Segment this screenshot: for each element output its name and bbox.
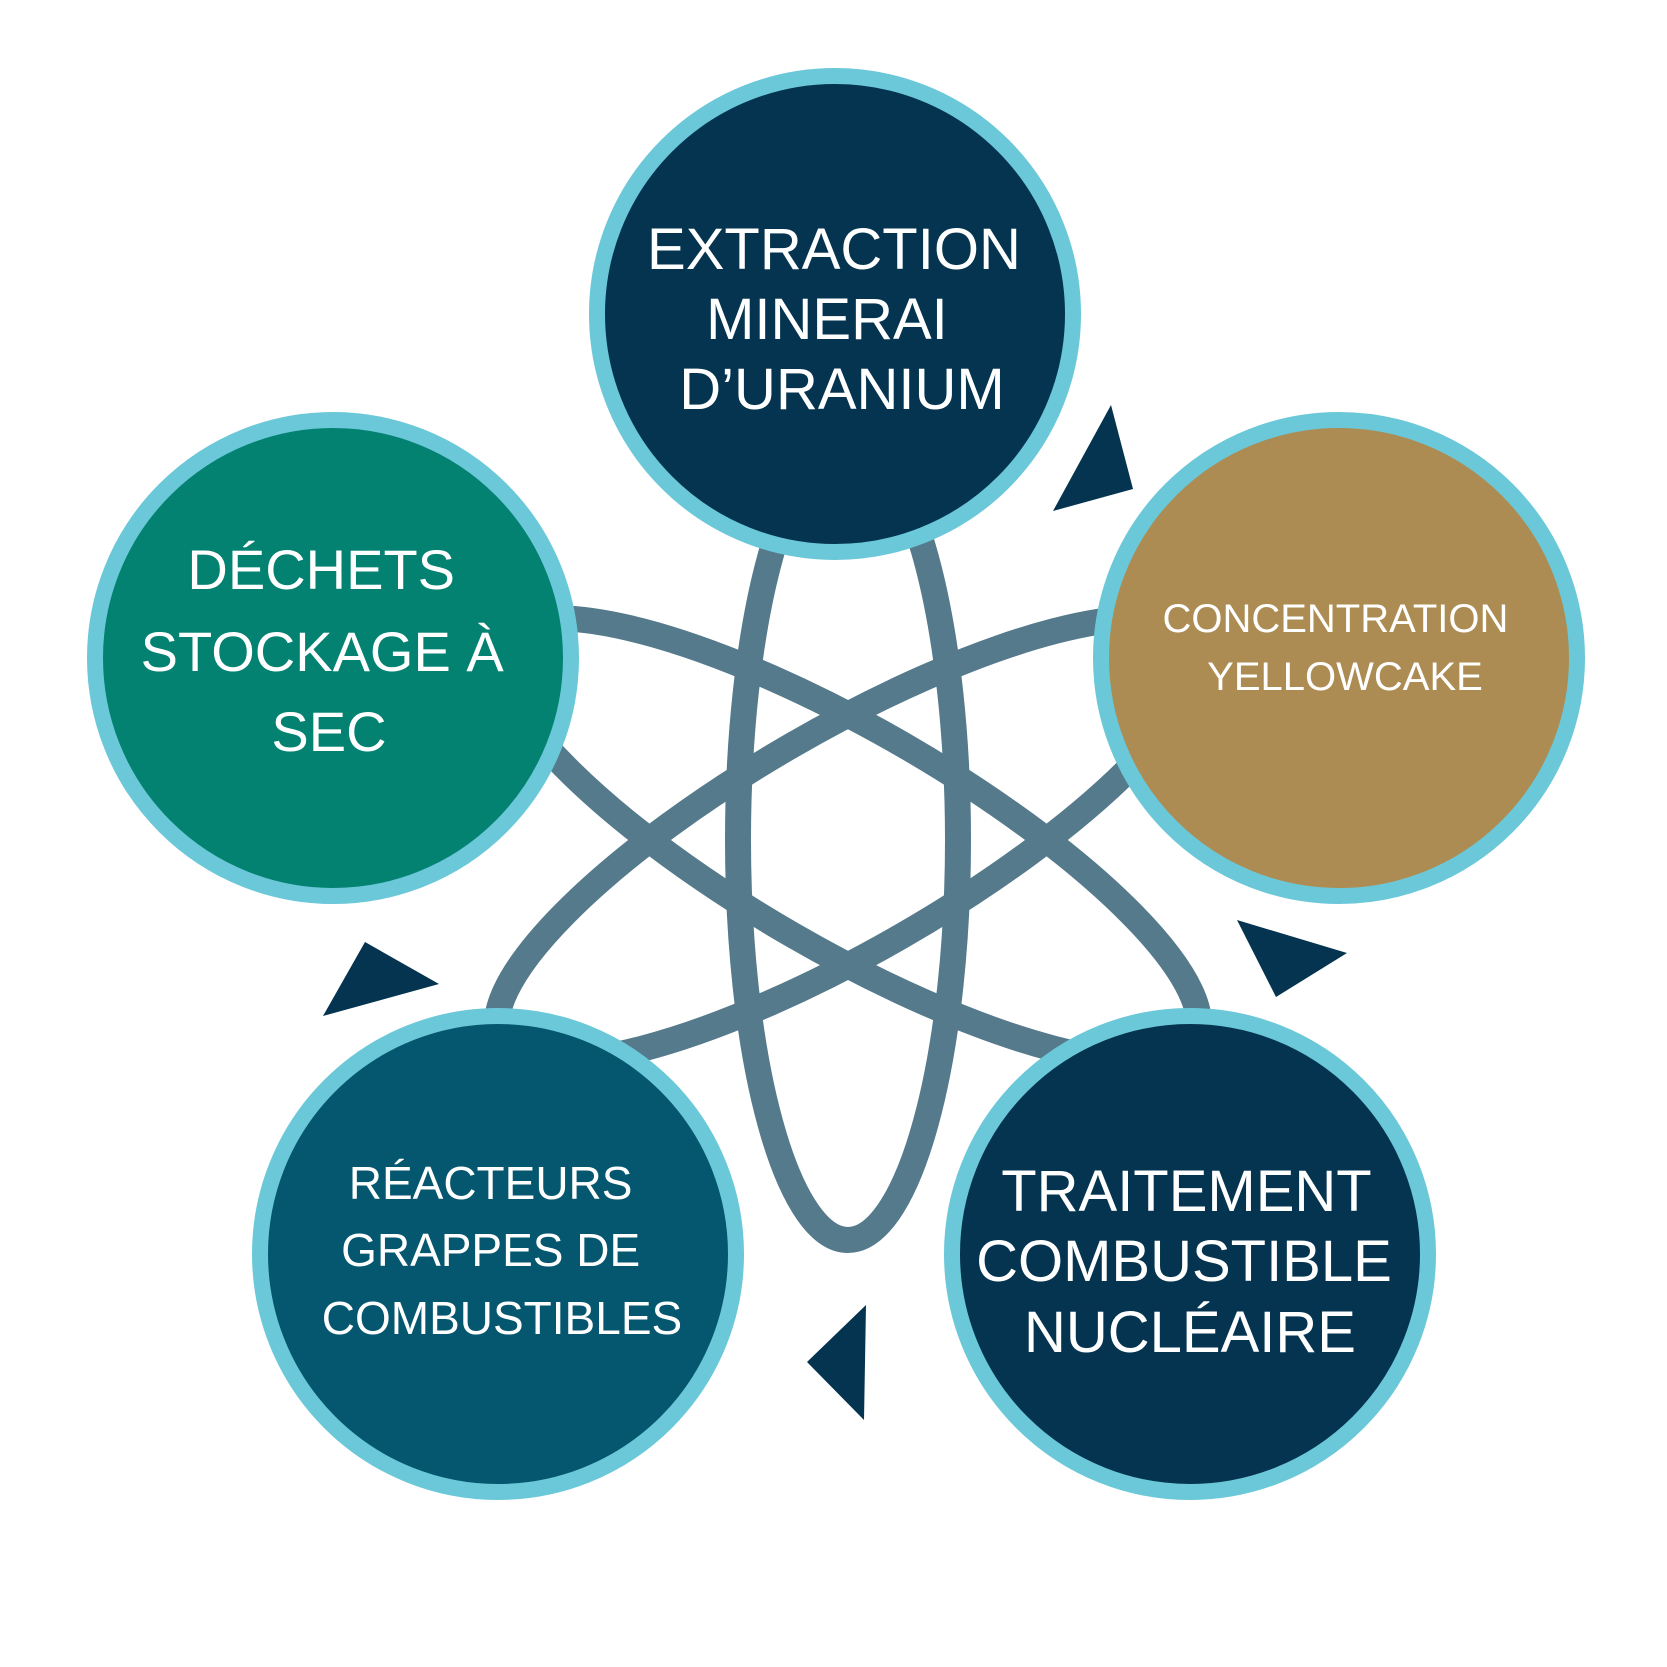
node-traitement-label: TRAITEMENT COMBUSTIBLE NUCLÉAIRE <box>976 1159 1408 1365</box>
node-extraction-line-3: D’URANIUM <box>679 357 1004 422</box>
node-concentration-label: CONCENTRATION YELLOWCAKE <box>1162 597 1519 699</box>
node-concentration-line-1: CONCENTRATION <box>1162 597 1508 641</box>
node-reacteurs-circle <box>252 1008 744 1500</box>
arrow-concentration-to-traitement <box>1237 920 1347 997</box>
arrow-extraction-to-concentration <box>1053 405 1133 511</box>
node-extraction-line-2: MINERAI <box>706 287 948 352</box>
arrow-traitement-to-reacteurs <box>807 1305 866 1420</box>
node-extraction-circle <box>589 68 1081 560</box>
node-concentration-circle <box>1093 412 1585 904</box>
node-traitement-line-2: COMBUSTIBLE <box>976 1229 1392 1294</box>
node-extraction-line-1: EXTRACTION <box>647 217 1021 282</box>
node-traitement-line-3: NUCLÉAIRE <box>1024 1300 1356 1365</box>
node-reacteurs-label: RÉACTEURS GRAPPES DE COMBUSTIBLES <box>322 1157 682 1344</box>
node-reacteurs: RÉACTEURS GRAPPES DE COMBUSTIBLES <box>252 1008 744 1500</box>
node-dechets-line-3: SEC <box>271 700 386 763</box>
node-dechets-line-2: STOCKAGE À <box>141 620 505 683</box>
node-dechets-circle <box>87 412 579 904</box>
node-reacteurs-line-1: RÉACTEURS <box>349 1157 633 1209</box>
node-concentration-line-2: YELLOWCAKE <box>1207 655 1483 699</box>
cycle-arrows <box>323 405 1347 1420</box>
node-extraction: EXTRACTION MINERAI D’URANIUM <box>589 68 1081 560</box>
node-traitement-circle <box>944 1008 1436 1500</box>
node-reacteurs-line-3: COMBUSTIBLES <box>322 1292 682 1344</box>
node-traitement: TRAITEMENT COMBUSTIBLE NUCLÉAIRE <box>944 1008 1436 1500</box>
node-traitement-line-1: TRAITEMENT <box>1001 1159 1371 1224</box>
node-reacteurs-line-2: GRAPPES DE <box>341 1224 640 1276</box>
node-concentration: CONCENTRATION YELLOWCAKE <box>1093 412 1585 904</box>
arrow-reacteurs-to-dechets <box>323 942 439 1016</box>
node-extraction-label: EXTRACTION MINERAI D’URANIUM <box>647 217 1037 422</box>
node-dechets: DÉCHETS STOCKAGE À SEC <box>87 412 579 904</box>
node-dechets-line-1: DÉCHETS <box>187 538 455 601</box>
orbit-vertical <box>725 427 971 1253</box>
node-dechets-label: DÉCHETS STOCKAGE À SEC <box>141 538 520 763</box>
